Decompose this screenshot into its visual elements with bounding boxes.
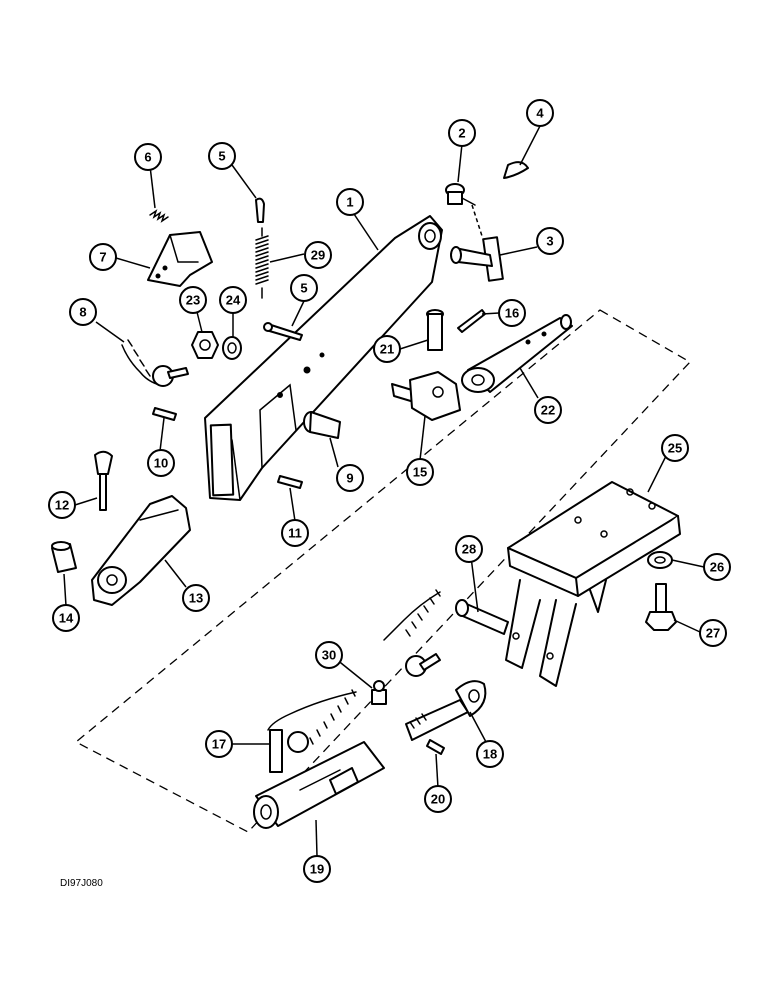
callout-label: 5 — [300, 281, 307, 296]
callout-20: 20 — [424, 785, 452, 813]
part-latch-7 — [147, 231, 213, 287]
callout-label: 30 — [322, 648, 336, 663]
callout-label: 6 — [144, 150, 151, 165]
part-clip-4 — [503, 161, 529, 179]
callout-22: 22 — [534, 396, 562, 424]
callout-8: 8 — [69, 298, 97, 326]
part-drawbar-bracket-25 — [505, 481, 681, 687]
part-split-pin-5a — [255, 197, 265, 223]
part-hook-end-13 — [91, 495, 191, 606]
callout-4: 4 — [526, 99, 554, 127]
callout-label: 13 — [189, 591, 203, 606]
part-ring-pin-12 — [94, 450, 113, 511]
callout-27: 27 — [699, 619, 727, 647]
callout-11: 11 — [281, 519, 309, 547]
callout-label: 18 — [483, 747, 497, 762]
part-pin-21 — [426, 309, 444, 351]
callout-label: 9 — [346, 471, 353, 486]
part-small-spring-6 — [149, 209, 169, 223]
callout-9: 9 — [336, 464, 364, 492]
part-rod-end-18 — [405, 680, 487, 741]
part-clevis-pin-9 — [303, 411, 341, 439]
callout-label: 4 — [536, 106, 544, 121]
part-split-pin-5b — [263, 322, 303, 341]
callout-label: 2 — [458, 126, 465, 141]
callout-1: 1 — [336, 188, 364, 216]
callout-26: 26 — [703, 553, 731, 581]
part-roll-pin-10 — [152, 407, 177, 421]
callout-14: 14 — [52, 604, 80, 632]
callout-2: 2 — [448, 119, 476, 147]
callout-label: 21 — [380, 342, 394, 357]
callout-label: 7 — [99, 250, 106, 265]
part-adjust-rod-22 — [461, 314, 573, 393]
callout-23: 23 — [179, 286, 207, 314]
part-chain-pin-17 — [267, 689, 357, 773]
callout-label: 12 — [55, 498, 69, 513]
callout-label: 8 — [79, 305, 86, 320]
callout-label: 19 — [310, 862, 324, 877]
callout-label: 1 — [346, 195, 353, 210]
part-bolt-27 — [645, 583, 677, 631]
leader-lines — [63, 125, 705, 857]
callout-30: 30 — [315, 641, 343, 669]
callout-label: 15 — [413, 465, 427, 480]
callout-18: 18 — [476, 740, 504, 768]
part-plate-pin-3 — [450, 236, 504, 282]
part-chain-pin-8 — [121, 339, 189, 387]
callout-5a: 5 — [208, 142, 236, 170]
drawing-code: DI97J080 — [60, 878, 103, 889]
callout-label: 10 — [154, 456, 168, 471]
callout-label: 16 — [505, 306, 519, 321]
callout-6: 6 — [134, 143, 162, 171]
callout-label: 11 — [288, 526, 302, 541]
callout-19: 19 — [303, 855, 331, 883]
callout-3: 3 — [536, 227, 564, 255]
callout-label: 3 — [546, 234, 553, 249]
callout-21: 21 — [373, 335, 401, 363]
part-roll-pin-11 — [277, 475, 303, 489]
part-grease-nipple-30 — [371, 680, 387, 705]
callout-label: 23 — [186, 293, 200, 308]
callout-label: 26 — [710, 560, 724, 575]
part-clevis-15 — [391, 371, 461, 421]
callout-17: 17 — [205, 730, 233, 758]
callout-7: 7 — [89, 243, 117, 271]
part-sleeve-tube-19 — [253, 741, 385, 829]
assembly-group-outline — [74, 309, 692, 833]
part-lower-link-arm — [204, 215, 443, 501]
callout-24: 24 — [219, 286, 247, 314]
callout-13: 13 — [182, 584, 210, 612]
callout-label: 14 — [59, 611, 74, 626]
part-chain-pin-28 — [383, 589, 509, 677]
callout-label: 29 — [311, 248, 325, 263]
part-nut-23 — [191, 331, 219, 359]
callout-28: 28 — [455, 535, 483, 563]
callout-29: 29 — [304, 241, 332, 269]
callout-label: 27 — [706, 626, 720, 641]
part-washer-24 — [222, 336, 242, 360]
callout-15: 15 — [406, 458, 434, 486]
part-washer-26 — [647, 551, 673, 569]
callout-10: 10 — [147, 449, 175, 477]
callout-label: 28 — [462, 542, 476, 557]
callout-5b: 5 — [290, 274, 318, 302]
part-bush-14 — [51, 541, 77, 573]
part-pin-20 — [426, 739, 445, 755]
part-pin-2 — [445, 183, 483, 237]
callout-12: 12 — [48, 491, 76, 519]
callout-16: 16 — [498, 299, 526, 327]
callout-label: 25 — [668, 441, 682, 456]
part-split-pin-16 — [457, 309, 486, 333]
callout-25: 25 — [661, 434, 689, 462]
callout-label: 20 — [431, 792, 445, 807]
callout-label: 24 — [226, 293, 241, 308]
callout-label: 5 — [218, 149, 225, 164]
callout-label: 22 — [541, 403, 555, 418]
callout-label: 17 — [212, 737, 226, 752]
part-long-spring-29 — [255, 227, 269, 299]
